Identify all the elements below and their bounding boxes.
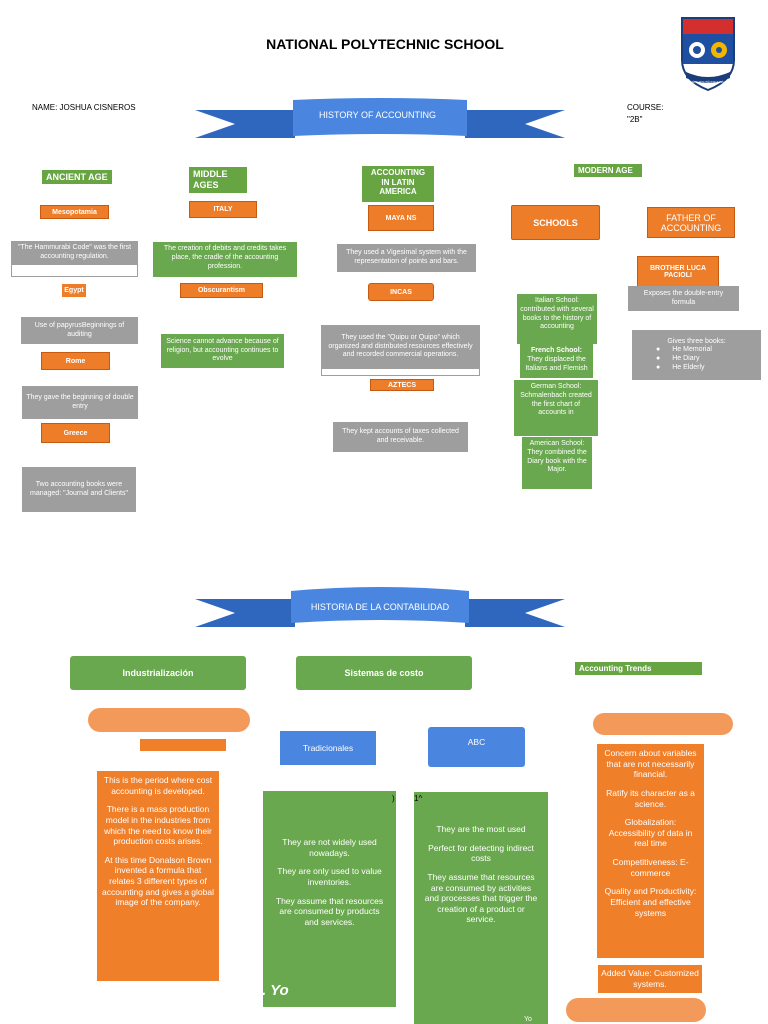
industrialization-text-box: This is the period where cost accounting… bbox=[97, 771, 219, 981]
course-value: "2B" bbox=[627, 115, 643, 124]
abc-paragraph: They are the most used bbox=[436, 824, 526, 834]
stray-mark: 1^ bbox=[414, 794, 423, 803]
papyrus-box: Use of papyrusBeginnings of auditing bbox=[21, 317, 138, 344]
french-school-text: They displaced the Italians and Flemish bbox=[525, 355, 588, 372]
taxes-box: They kept accounts of taxes collected an… bbox=[333, 422, 468, 452]
science-box: Science cannot advance because of religi… bbox=[161, 334, 284, 368]
title-banner bbox=[195, 98, 565, 150]
hammurabi-box: "The Hammurabi Code" was the first accou… bbox=[11, 241, 138, 264]
student-name: NAME: JOSHUA CISNEROS bbox=[32, 103, 136, 112]
three-books-box: Gives three books: ●He Memorial ●He Diar… bbox=[632, 330, 761, 380]
italian-school-box: Italian School: contributed with several… bbox=[517, 294, 597, 344]
traditional-box: Tradicionales bbox=[280, 731, 376, 765]
stray-mark: ) bbox=[392, 794, 395, 803]
trend-item: Ratify its character as a science. bbox=[606, 787, 695, 809]
banner-title: HISTORY OF ACCOUNTING bbox=[318, 110, 437, 120]
abc-paragraph: Perfect for detecting indirect costs bbox=[428, 842, 534, 864]
industrial-paragraph: At this time Donalson Brown invented a f… bbox=[102, 854, 214, 908]
orange-bar-shape bbox=[140, 739, 226, 751]
hammurabi-frame bbox=[11, 264, 138, 277]
accounting-trends-heading: Accounting Trends bbox=[575, 662, 702, 675]
debits-box: The creation of debits and credits takes… bbox=[153, 242, 297, 277]
trend-item: Competitiveness: E-commerce bbox=[612, 857, 689, 878]
second-title-banner bbox=[195, 587, 565, 637]
trend-item: Quality and Productivity: Efficient and … bbox=[604, 886, 697, 918]
ancient-age-title: ANCIENT AGE bbox=[42, 170, 112, 184]
vigesimal-box: They used a Vigesimal system with the re… bbox=[337, 244, 476, 272]
yo-text: . Yo bbox=[262, 982, 289, 999]
school-logo bbox=[678, 16, 738, 94]
double-entry-box: They gave the beginning of double entry bbox=[22, 386, 138, 419]
two-books-box: Two accounting books were managed: "Jour… bbox=[22, 467, 136, 512]
incas-label: INCAS bbox=[368, 283, 434, 301]
american-school-box: American School: They combined the Diary… bbox=[522, 437, 592, 489]
industrial-paragraph: There is a mass production model in the … bbox=[104, 804, 212, 847]
industrialization-heading: Industrialización bbox=[70, 656, 246, 690]
abc-text-box: They are the most used Perfect for detec… bbox=[414, 792, 548, 1024]
abc-box: ABC bbox=[428, 727, 525, 767]
quipu-frame bbox=[321, 369, 480, 376]
obscurantism-label: Obscurantism bbox=[180, 283, 263, 298]
book-item: ●He Elderly bbox=[656, 363, 705, 371]
traditional-paragraph: They assume that resources are consumed … bbox=[275, 895, 384, 927]
page-title: NATIONAL POLYTECHNIC SCHOOL bbox=[266, 36, 504, 52]
abc-paragraph: They assume that resources are consumed … bbox=[424, 871, 538, 925]
quipu-box: They used the "Quipu or Quipo" which org… bbox=[321, 325, 480, 369]
italy-label: ITALY bbox=[189, 201, 257, 218]
trend-item: Globalization: Accessibility of data in … bbox=[608, 817, 693, 849]
three-books-title: Gives three books: bbox=[667, 337, 726, 345]
german-school-box: German School: Schmalenbach created the … bbox=[514, 380, 598, 436]
trends-text-box: Concern about variables that are not nec… bbox=[597, 744, 704, 958]
latin-america-title: ACCOUNTING IN LATIN AMERICA bbox=[362, 166, 434, 202]
mayans-label: MAYA NS bbox=[368, 205, 434, 231]
trend-item: Concern about variables that are not nec… bbox=[604, 748, 697, 780]
pacioli-label: BROTHER LUCA PACIOLI bbox=[637, 256, 719, 287]
added-value-box: Added Value: Customized systems. bbox=[598, 965, 702, 993]
modern-age-title: MODERN AGE bbox=[574, 164, 642, 177]
schools-label: SCHOOLS bbox=[511, 205, 600, 240]
father-accounting-label: FATHER OF ACCOUNTING bbox=[647, 207, 735, 238]
traditional-paragraph: They are only used to value inventories. bbox=[277, 866, 382, 887]
orange-ribbon-shape bbox=[88, 708, 250, 732]
middle-ages-title: MIDDLE AGES bbox=[189, 167, 247, 193]
logo-caption: ESCUELA POLITÉCNICA NACIONAL bbox=[684, 80, 732, 84]
greece-label: Greece bbox=[41, 423, 110, 443]
industrial-paragraph: This is the period where cost accounting… bbox=[103, 775, 213, 796]
cost-systems-heading: Sistemas de costo bbox=[296, 656, 472, 690]
french-school-title: French School: bbox=[531, 347, 582, 354]
french-school-box: French School: They displaced the Italia… bbox=[520, 344, 593, 378]
egypt-label: Egypt bbox=[62, 284, 86, 297]
exposes-box: Exposes the double-entry formula bbox=[628, 286, 739, 311]
second-banner-title: HISTORIA DE LA CONTABILIDAD bbox=[310, 602, 450, 612]
book-item: ●He Memorial bbox=[656, 346, 712, 354]
traditional-text-box: They are not widely used nowadays. They … bbox=[263, 791, 396, 1007]
aztecs-label: AZTECS bbox=[370, 379, 434, 391]
book-item: ●He Diary bbox=[656, 355, 700, 362]
mesopotamia-label: Mesopotamia bbox=[40, 205, 109, 219]
orange-ribbon-shape-bottom bbox=[566, 998, 706, 1022]
rome-label: Rome bbox=[41, 352, 110, 370]
course-label: COURSE: bbox=[627, 103, 664, 112]
orange-ribbon-shape-right bbox=[593, 713, 733, 735]
traditional-paragraph: They are not widely used nowadays. bbox=[282, 837, 377, 858]
yo-text-small: Yo bbox=[524, 1016, 532, 1023]
